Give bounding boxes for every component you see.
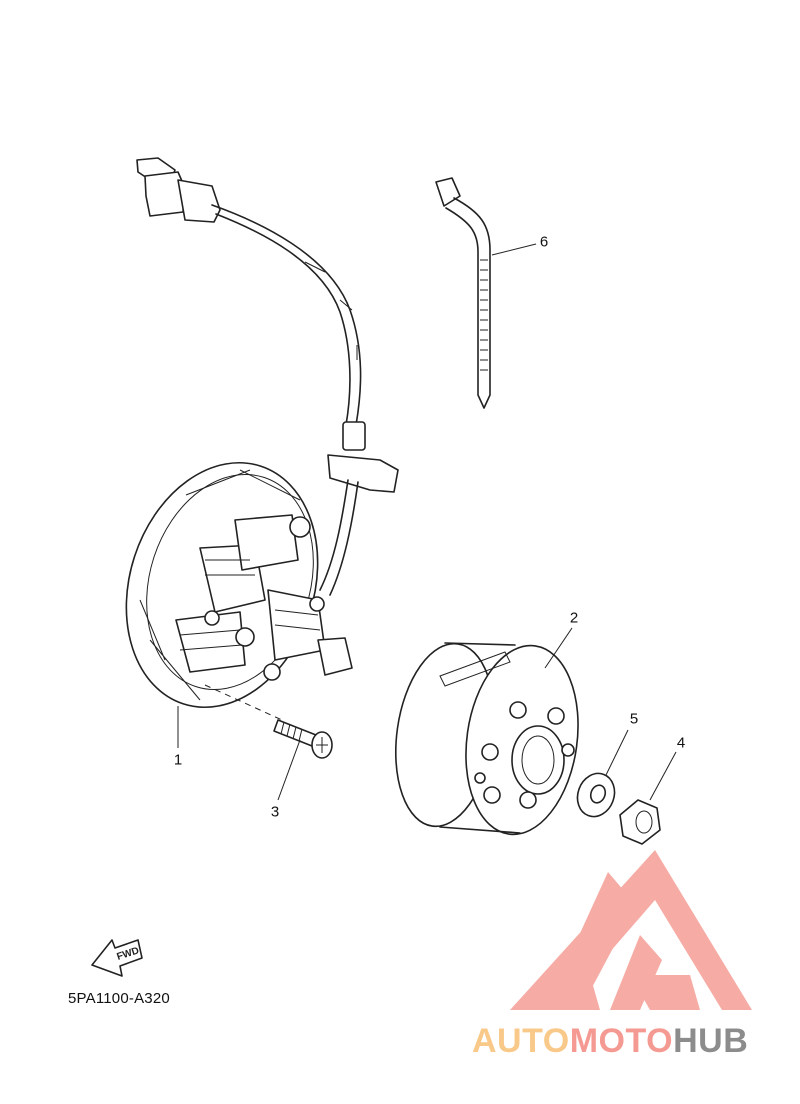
washer-part	[576, 772, 616, 818]
callout-4: 4	[676, 734, 686, 752]
callout-6: 6	[539, 233, 549, 251]
screw-part	[273, 719, 333, 759]
callout-2: 2	[569, 609, 579, 627]
brand-moto: MOTO	[569, 1022, 674, 1060]
brand-hub: HUB	[673, 1022, 749, 1060]
nut-part	[619, 799, 661, 845]
fwd-direction-arrow: FWD	[91, 939, 143, 977]
stator-assembly	[125, 461, 353, 709]
leader-lines	[177, 243, 677, 801]
part-code: 5PA1100-A320	[68, 990, 170, 1007]
rotor-flywheel	[394, 642, 579, 836]
callout-3: 3	[270, 803, 280, 821]
watermark-brand: AUTOMOTOHUB	[472, 1022, 792, 1061]
brand-auto: AUTO	[472, 1022, 570, 1060]
watermark-logo	[510, 850, 752, 1010]
wire-harness	[136, 157, 399, 596]
callout-1: 1	[173, 751, 183, 769]
callout-5: 5	[629, 710, 639, 728]
cable-tie-part	[435, 177, 491, 409]
